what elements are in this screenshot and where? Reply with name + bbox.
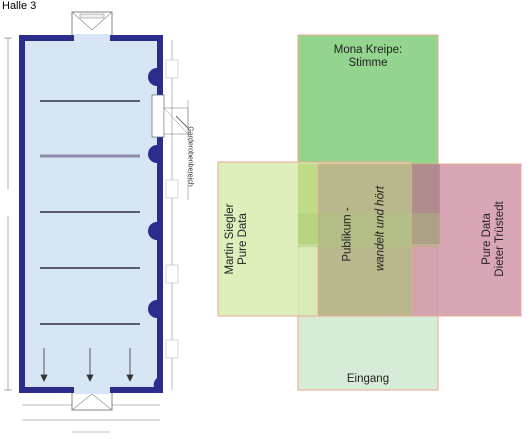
zone-center-label-2: wandelt und hört (374, 185, 387, 272)
page-title: Halle 3 (2, 0, 37, 12)
zone-bottom-label: Eingang (346, 373, 390, 385)
column (148, 222, 157, 240)
column (148, 68, 157, 86)
zone-center-label-1: Publikum - (341, 207, 354, 262)
seating-rows (40, 100, 140, 325)
column (153, 378, 157, 392)
zone-center-box (317, 163, 413, 317)
zone-left-label: Martin Siegler Pure Data (224, 203, 249, 275)
zone-top-label: Mona Kreipe: Stimme (333, 44, 403, 69)
column (148, 300, 157, 318)
zone-right-label: Pure Data Dieter Trüstedt (481, 201, 506, 277)
column (148, 145, 157, 163)
